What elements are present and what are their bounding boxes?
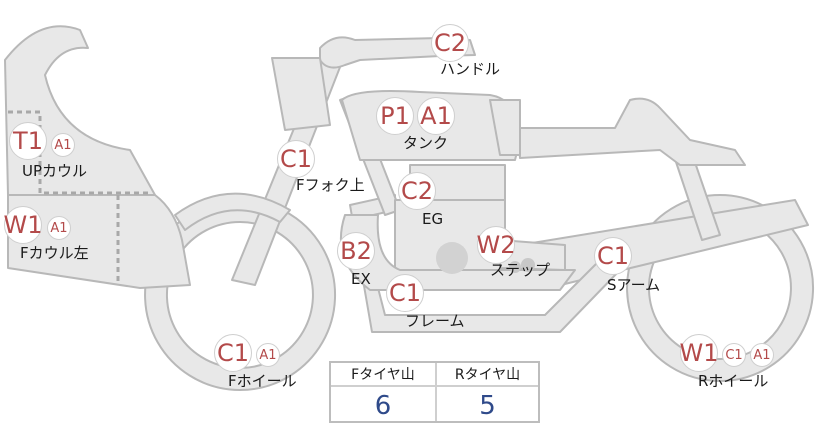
label-handle: ハンドル [440,60,501,78]
engine-dot-step [509,261,521,273]
label-f-cowl-left: Fカウル左 [20,244,89,262]
badge-f-cowl-left-a1[interactable]: A1 [47,216,71,240]
label-frame: フレーム [405,312,465,330]
badge-f-cowl-left-w1[interactable]: W1 [4,206,43,244]
lower-cowl-shape [7,194,191,289]
badge-engine-c2[interactable]: C2 [398,172,436,210]
badge-tank-a1[interactable]: A1 [417,97,455,135]
badge-up-cowl-t1[interactable]: T1 [9,122,47,160]
label-up-cowl: UPカウル [22,162,88,180]
badge-f-fork-upper-c1[interactable]: C1 [277,140,315,178]
label-f-wheel: Fホイール [228,372,297,390]
label-step: ステップ [490,261,551,279]
engine-dot-small [521,258,535,272]
badge-r-wheel-c1[interactable]: C1 [722,343,746,367]
badge-up-cowl-a1[interactable]: A1 [51,133,75,157]
tread-table: Fタイヤ山 Rタイヤ山 6 5 [329,361,540,423]
headlight-shape [271,57,331,131]
seat-shape [517,97,746,166]
badge-exhaust-b2[interactable]: B2 [337,232,375,270]
front-tread-value: 6 [374,391,392,421]
badge-r-wheel-a1[interactable]: A1 [750,343,774,367]
badge-frame-c1[interactable]: C1 [386,274,424,312]
label-f-fork-upper: Fフォク上 [296,176,365,194]
engine-dot-large [436,242,468,274]
badge-tank-p1[interactable]: P1 [376,97,414,135]
badge-s-arm-c1[interactable]: C1 [594,237,632,275]
badge-r-wheel-w1[interactable]: W1 [680,334,719,372]
badge-f-wheel-c1[interactable]: C1 [214,334,252,372]
badge-f-wheel-a1[interactable]: A1 [256,343,280,367]
tread-divider [435,363,437,421]
side-cover-shape [489,99,521,156]
badge-step-w2[interactable]: W2 [477,226,516,264]
front-tread-header: Fタイヤ山 [331,363,435,387]
label-exhaust: EX [351,270,371,288]
label-s-arm: Sアーム [607,276,661,294]
label-tank: タンク [403,134,449,152]
label-r-wheel: Rホイール [698,372,769,390]
front-fender-shape [174,192,291,231]
rear-tread-header: Rタイヤ山 [437,363,538,387]
rear-tread-value: 5 [479,391,496,421]
label-engine: EG [422,210,444,228]
badge-handle-c2[interactable]: C2 [431,24,469,62]
